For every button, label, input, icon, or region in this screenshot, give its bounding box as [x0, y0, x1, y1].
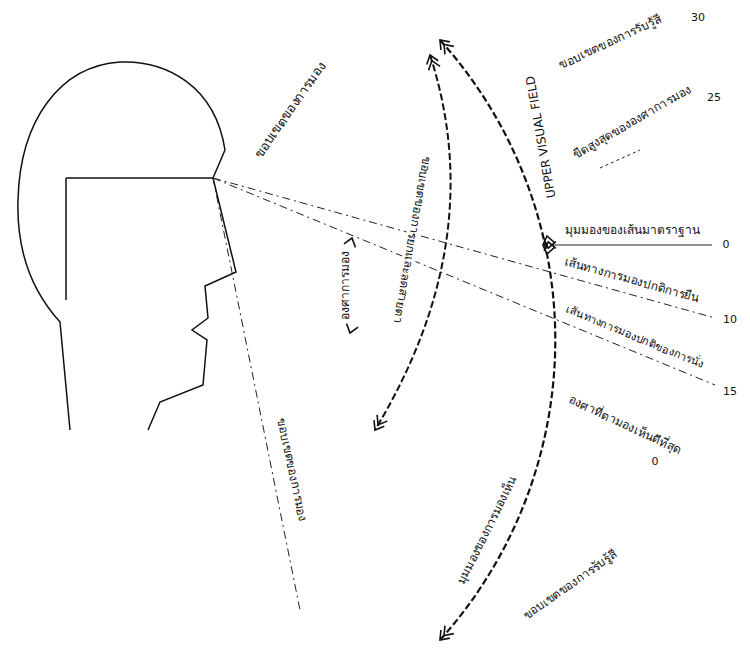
- angle-number: 10: [721, 313, 739, 326]
- arrow-heads: [344, 40, 556, 640]
- limit-tick: [600, 150, 640, 168]
- head-profile: [18, 62, 236, 430]
- region-label: องศาที่ตามองเห็นดีที่สุด: [564, 392, 685, 459]
- field-label: UPPER VISUAL FIELD: [523, 73, 559, 201]
- line-label: มุมมองของเส้นมาตราฐาน: [563, 223, 702, 237]
- arrow-head: [543, 245, 555, 254]
- arrow-head: [347, 324, 358, 333]
- angle-number: 30: [689, 11, 707, 24]
- arrow-head: [377, 415, 387, 425]
- arrow-head: [544, 239, 556, 248]
- face-outline: [148, 150, 236, 430]
- line-label: เส้นทางการมองปกติของการนั่ง: [562, 302, 708, 372]
- region-label: ขอบเขตของการรับรู้สี: [555, 11, 665, 73]
- angle-number: 0: [721, 238, 732, 251]
- region-label: ขอบเขตของการรับรู้สี: [519, 546, 621, 624]
- arrow-head: [344, 238, 355, 247]
- standing-sight-line: [213, 178, 715, 318]
- arc-label: มุมมองของการมองเห็น: [453, 472, 521, 588]
- cranium: [18, 62, 225, 430]
- angle-number: 25: [705, 91, 723, 104]
- angle-number: 0: [650, 455, 661, 468]
- sitting-sight-line: [213, 178, 715, 385]
- visor-line: [66, 178, 213, 300]
- arrow-head: [444, 44, 454, 54]
- arrow-head: [429, 61, 440, 70]
- line-label: เส้นทางการมองปกติการยืน: [561, 254, 703, 306]
- standard-line: [550, 245, 712, 246]
- eye-rotation-arc: [375, 55, 451, 430]
- region-label: ขอบเขตของการมอง: [250, 57, 330, 163]
- arrow-head: [444, 626, 454, 636]
- lower-limit-line: [213, 178, 300, 610]
- region-label: ขีดสูงสุดขององศาการมอง: [569, 81, 696, 162]
- sight-lines: [213, 150, 715, 610]
- angle-number: 15: [721, 385, 739, 398]
- arc-label: ขอบเขตของการยกและลดสายตา: [390, 153, 434, 327]
- arc-label: องศาการมอง: [338, 249, 352, 322]
